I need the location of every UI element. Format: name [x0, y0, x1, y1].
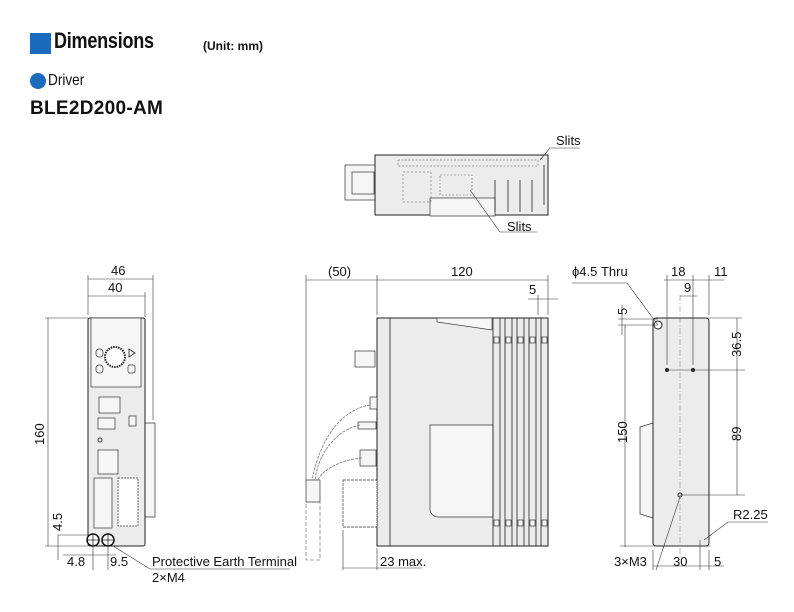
dim-9-5: 9.5: [110, 554, 128, 569]
dial-icon: [104, 346, 126, 368]
earth-screw-label: 2×M4: [152, 570, 185, 585]
model-name: BLE2D200-AM: [30, 98, 164, 119]
dim-18: 18: [671, 264, 685, 279]
rear-view: ϕ4.5 Thru 18 11 9 5 36.5 89 150 R2.25 3×…: [572, 264, 768, 571]
dim-4-5: 4.5: [50, 513, 65, 531]
page-title: Dimensions (Unit: mm): [30, 28, 263, 54]
slits-label-bottom: Slits: [507, 219, 532, 234]
dim-150: 150: [615, 421, 630, 443]
bullet-circle-icon: [30, 73, 46, 89]
dim-36-5: 36.5: [729, 332, 744, 357]
top-view: Slits Slits: [344, 133, 581, 234]
unit-label: (Unit: mm): [203, 39, 263, 53]
dim-50: (50): [328, 264, 351, 279]
dim-89: 89: [729, 427, 744, 441]
top-slits: [397, 159, 545, 212]
earth-terminal-label: Protective Earth Terminal: [152, 554, 297, 569]
dim-9: 9: [684, 280, 691, 295]
earth-terminal: [86, 533, 115, 547]
dim-30: 30: [673, 554, 687, 569]
dim-5-bottom: 5: [714, 554, 721, 569]
section-label: Driver: [48, 72, 85, 89]
dim-5-top: 5: [615, 308, 630, 315]
dim-40: 40: [108, 280, 122, 295]
screw-label: 3×M3: [614, 554, 647, 569]
dim-4-8: 4.8: [67, 554, 85, 569]
dim-23-max: 23 max.: [380, 554, 426, 569]
hole-label: ϕ4.5 Thru: [572, 264, 628, 279]
title-text: Dimensions: [54, 28, 154, 53]
heat-sink-fins: [492, 318, 548, 546]
slits-label-top: Slits: [556, 133, 581, 148]
dim-160: 160: [32, 423, 47, 445]
front-view: 46 40 160 4.5 4.8 9.5 Protective Earth T…: [32, 263, 297, 585]
side-view: (50) 120 5 23 max.: [305, 264, 558, 570]
dim-11: 11: [714, 264, 728, 279]
title-square-icon: [30, 33, 51, 54]
dim-46: 46: [111, 263, 125, 278]
section-heading: Driver: [30, 72, 91, 90]
dim-120: 120: [451, 264, 473, 279]
radius-label: R2.25: [733, 507, 768, 522]
dim-5-fin: 5: [529, 282, 536, 297]
